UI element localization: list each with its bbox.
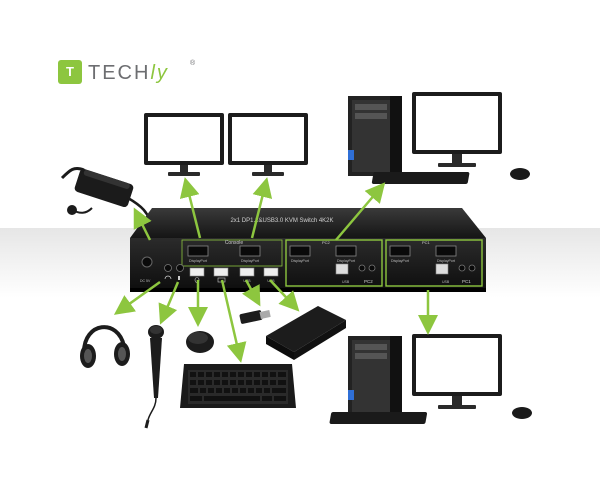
arrow-microphone — [158, 281, 180, 325]
pc2-label: PC2 — [364, 279, 373, 284]
usb-stick — [239, 310, 271, 324]
arrow-pc2 — [335, 182, 386, 241]
power-adapter — [60, 166, 154, 231]
external-drive — [266, 306, 346, 360]
pc2-dp-label-1: DisplayPort — [291, 259, 309, 263]
microphone — [144, 325, 164, 429]
computer-pc2 — [348, 92, 530, 184]
connection-arrows — [113, 177, 438, 363]
arrow-usb-stick — [242, 279, 261, 307]
console-dp-label-1: DisplayPort — [189, 259, 207, 263]
monitor-left — [144, 113, 224, 176]
pc1-usb-label: USB — [442, 280, 450, 284]
arrow-external-drive — [269, 279, 300, 312]
computer-pc1 — [329, 334, 532, 424]
console-label: Console — [225, 240, 244, 246]
arrow-power — [133, 207, 152, 241]
keyboard — [180, 364, 296, 408]
pc1-label: PC1 — [462, 279, 471, 284]
dc-label: DC 5V — [140, 279, 151, 283]
logo-text-accent: ly — [150, 62, 169, 84]
headphone-icon — [164, 275, 172, 280]
logo-text-main: TECH — [88, 62, 151, 84]
device-title: 2x1 DP1.2&USB3.0 KVM Switch 4K2K — [230, 218, 333, 224]
arrow-monitor-left — [179, 177, 202, 239]
pc1-dp-label-1: DisplayPort — [391, 259, 409, 263]
techly-logo: T TECHly ® — [58, 60, 218, 94]
pc2-usb-label: USB — [342, 280, 350, 284]
kvm-switch: 2x1 DP1.2&USB3.0 KVM Switch 4K2K Console… — [130, 208, 486, 292]
logo-wordmark: TECHly — [88, 62, 169, 85]
logo-registered: ® — [190, 60, 196, 67]
pc1-dp-label-2: DisplayPort — [437, 259, 455, 263]
pc2-top-label: PC2 — [322, 240, 331, 245]
console-dp-label-2: DisplayPort — [241, 259, 259, 263]
microphone-icon — [178, 276, 180, 280]
arrow-headphones — [113, 280, 161, 315]
monitor-right — [228, 113, 308, 176]
mouse — [186, 331, 214, 353]
logo-mark: T — [58, 60, 82, 84]
arrow-monitor-right — [250, 177, 273, 239]
pc2-dp-label-2: DisplayPort — [337, 259, 355, 263]
headphones — [80, 325, 130, 368]
pc1-top-label: PC1 — [422, 240, 431, 245]
arrow-keyboard — [220, 279, 247, 363]
